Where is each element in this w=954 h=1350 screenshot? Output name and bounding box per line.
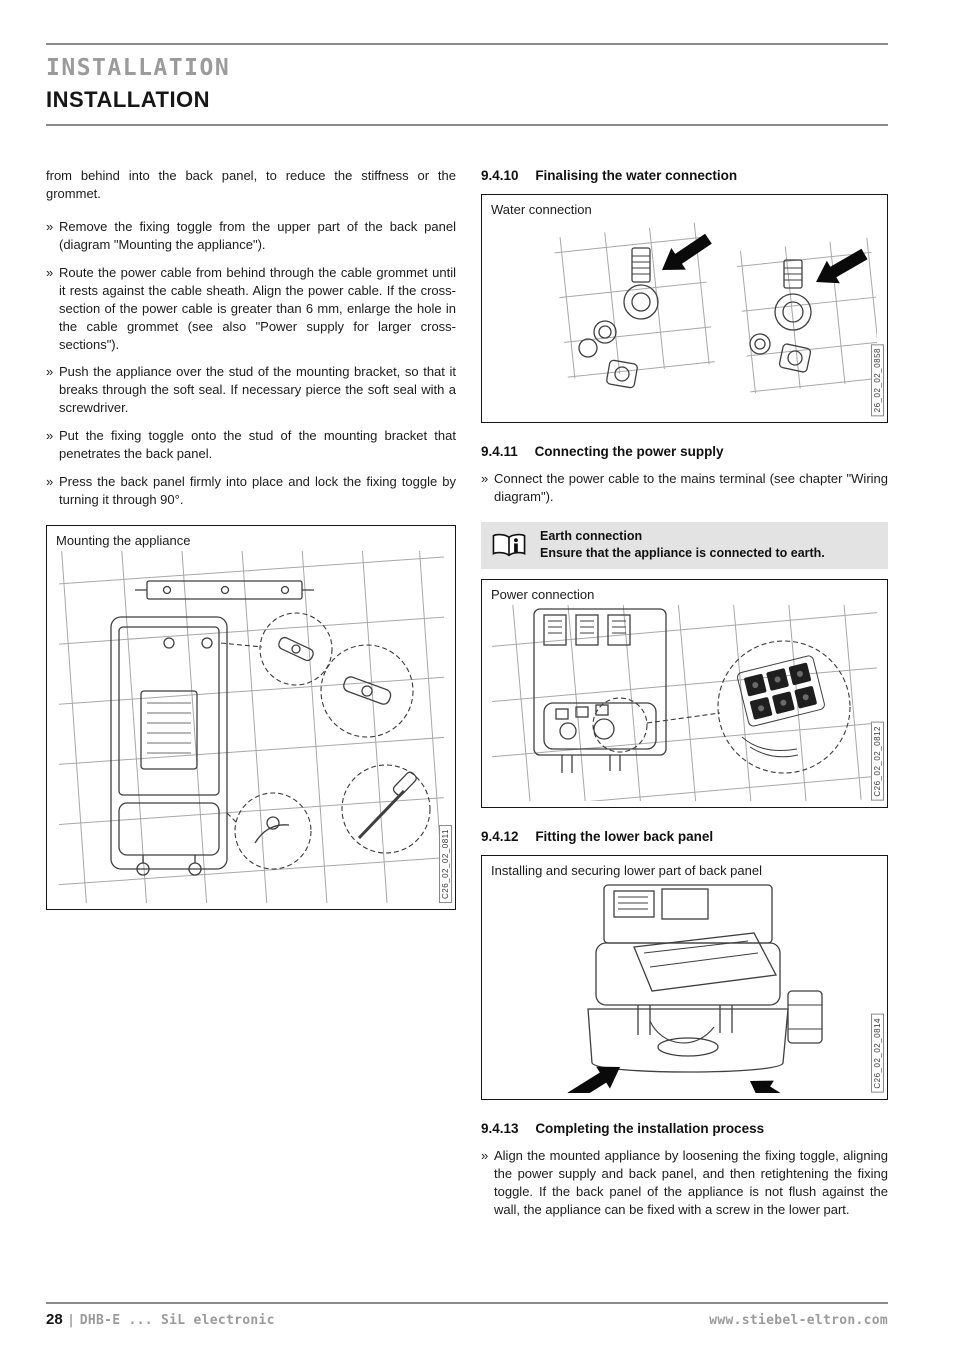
section-title: Completing the installation process <box>535 1120 765 1136</box>
header-rule <box>46 124 888 126</box>
wall-tile-grid <box>58 551 444 903</box>
chapter-title-secondary: INSTALLATION <box>46 55 231 81</box>
figure-caption: Water connection <box>491 202 592 217</box>
open-book-info-icon <box>491 532 527 559</box>
footer-left: 28 | DHB-E ... SiL electronic <box>46 1311 275 1329</box>
note-title: Earth connection <box>540 528 643 543</box>
section-heading-9-4-11: 9.4.11 Connecting the power supply <box>481 444 888 459</box>
list-item: » Push the appliance over the stud of th… <box>46 363 456 417</box>
section-number: 9.4.10 <box>481 168 519 183</box>
bullet-marker: » <box>46 218 54 234</box>
bullet-marker: » <box>46 364 54 380</box>
figure-caption: Mounting the appliance <box>56 533 191 548</box>
section-heading-9-4-13: 9.4.13 Completing the installation proce… <box>481 1121 888 1136</box>
figure-code: 26_02_02_0858 <box>871 343 884 416</box>
bullet-marker: » <box>46 264 54 280</box>
bullet-text: Remove the fixing toggle from the upper … <box>59 218 456 252</box>
bullet-marker: » <box>481 1147 489 1163</box>
detail-callout-circles <box>220 612 431 870</box>
bullet-marker: » <box>46 474 54 490</box>
figure-code: C26_02_02_0812 <box>871 722 884 801</box>
footer-separator: | <box>67 1313 76 1328</box>
section-title: Connecting the power supply <box>534 444 724 459</box>
note-text: Ensure that the appliance is connected t… <box>540 546 825 561</box>
footer-model: DHB-E ... SiL electronic <box>79 1313 275 1328</box>
top-rule <box>46 43 888 45</box>
list-item: » Remove the fixing toggle from the uppe… <box>46 218 456 254</box>
wall-tile-grid <box>554 223 715 379</box>
power-connection-illustration <box>492 604 877 801</box>
bullet-text: Align the mounted appliance by loosening… <box>494 1147 888 1217</box>
water-fittings-drawing <box>578 247 812 389</box>
mains-terminal-block <box>737 655 825 727</box>
direction-arrows <box>662 233 868 284</box>
section-title: Finalising the water connection <box>535 168 738 183</box>
direction-arrows <box>567 1066 803 1093</box>
wall-tile-grid <box>492 604 877 801</box>
list-item: » Put the fixing toggle onto the stud of… <box>46 427 456 463</box>
bullet-text: Push the appliance over the stud of the … <box>59 364 456 416</box>
list-item: » Press the back panel firmly into place… <box>46 473 456 509</box>
figure-mounting-appliance: Mounting the appliance <box>46 525 456 910</box>
earth-connection-note: Earth connection Ensure that the applian… <box>481 521 888 569</box>
content-columns: from behind into the back panel, to redu… <box>46 167 888 1229</box>
list-item: » Align the mounted appliance by looseni… <box>481 1147 888 1219</box>
note-text-block: Earth connection Ensure that the applian… <box>540 528 825 563</box>
list-item: » Connect the power cable to the mains t… <box>481 470 888 506</box>
figure-caption: Power connection <box>491 586 595 602</box>
section-heading-9-4-12: 9.4.12 Fitting the lower back panel <box>481 829 888 844</box>
detail-callout-contents <box>253 636 417 844</box>
water-connection-illustration <box>554 223 877 394</box>
figure-code: C26_02_02_0811 <box>439 824 452 903</box>
appliance-lower-drawing <box>533 608 667 773</box>
mounting-appliance-illustration <box>58 551 444 903</box>
right-column: 9.4.10 Finalising the water connection W… <box>481 167 888 1229</box>
appliance-drawing <box>587 884 823 1073</box>
bullet-text: Route the power cable from behind throug… <box>59 264 456 352</box>
figure-water-connection: Water connection <box>481 194 888 423</box>
list-item: » Route the power cable from behind thro… <box>46 264 456 354</box>
bullet-text: Press the back panel firmly into place a… <box>59 474 456 508</box>
bullet-text: Put the fixing toggle onto the stud of t… <box>59 428 456 462</box>
bullet-marker: » <box>46 428 54 444</box>
footer-website: www.stiebel-eltron.com <box>709 1313 888 1328</box>
intro-paragraph: from behind into the back panel, to redu… <box>46 168 456 201</box>
appliance-drawing <box>109 580 314 876</box>
figure-lower-back-panel: Installing and securing lower part of ba… <box>481 854 888 1100</box>
figure-power-connection: Power connection <box>481 578 888 808</box>
chapter-title-primary: INSTALLATION <box>46 87 211 112</box>
section-number: 9.4.12 <box>481 828 519 844</box>
bullet-text: Connect the power cable to the mains ter… <box>494 471 888 504</box>
section-title: Fitting the lower back panel <box>535 828 714 844</box>
page-footer: 28 | DHB-E ... SiL electronic www.stiebe… <box>46 1311 888 1329</box>
lower-back-panel-illustration <box>567 884 823 1093</box>
page-number: 28 <box>46 1311 63 1328</box>
section-number: 9.4.13 <box>481 1120 519 1136</box>
footer-rule <box>46 1302 888 1304</box>
figure-caption: Installing and securing lower part of ba… <box>491 862 762 878</box>
left-column: from behind into the back panel, to redu… <box>46 167 456 910</box>
detail-callout-circles <box>592 640 851 774</box>
section-heading-9-4-10: 9.4.10 Finalising the water connection <box>481 168 888 183</box>
cable-lines <box>741 736 799 758</box>
section-number: 9.4.11 <box>481 444 518 459</box>
figure-code: C26_02_02_0814 <box>871 1014 884 1093</box>
bullet-marker: » <box>481 471 489 486</box>
